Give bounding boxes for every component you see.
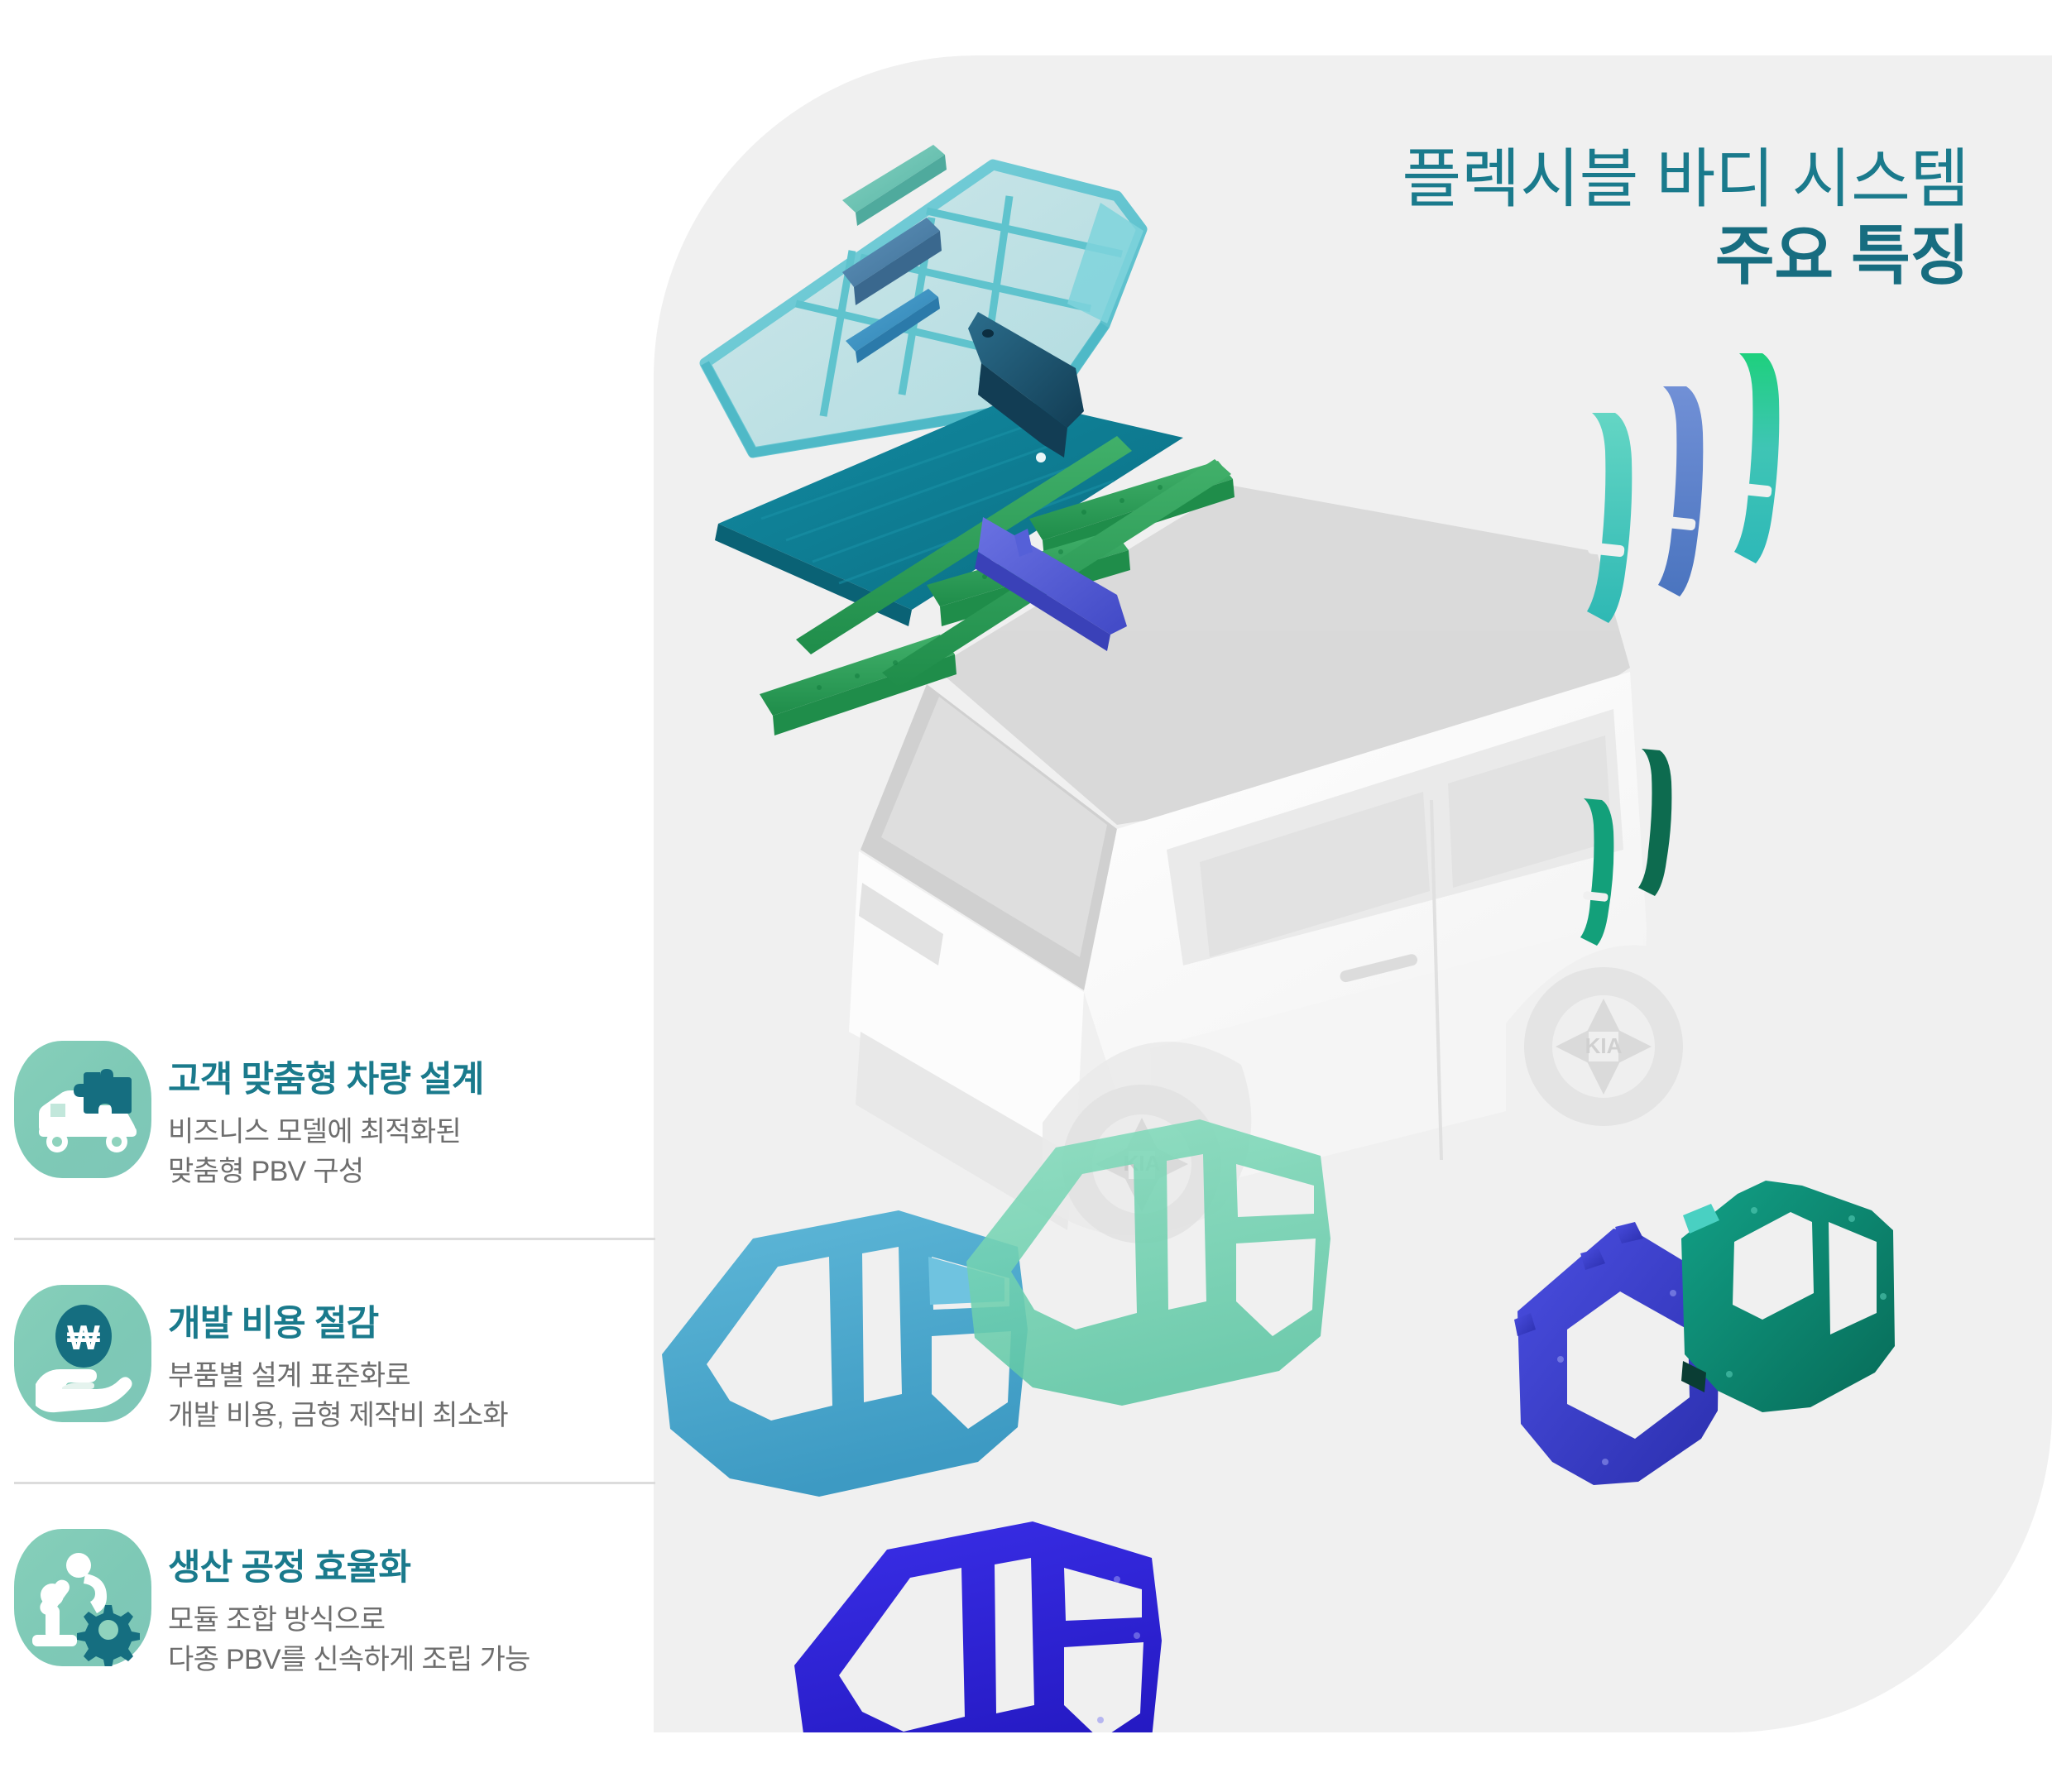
part-sill-green-dark	[1638, 749, 1672, 896]
part-sill-green-small	[1580, 798, 1614, 946]
part-beam-violet	[975, 517, 1127, 651]
part-pillar-blue	[1658, 386, 1704, 597]
feature-item-production-efficiency[interactable]: 생산 공정 효율화 모듈 조합 방식으로 다종 PBV를 신속하게 조립 가능	[14, 1529, 655, 1679]
exploded-vehicle-diagram: KIA KIA	[662, 145, 1895, 1732]
puzzle-piece	[74, 1069, 132, 1114]
won-symbol: ₩	[67, 1318, 100, 1357]
gear-hole	[98, 1620, 118, 1641]
part-side-panel-blue	[794, 1521, 1162, 1732]
feature-desc-line-2: 맞춤형 PBV 구성	[168, 1155, 364, 1187]
feature-desc-line-1: 모듈 조합 방식으로	[168, 1603, 386, 1636]
feature-description: 비즈니스 모델에 최적화된 맞춤형 PBV 구성	[168, 1112, 484, 1192]
feature-divider-2	[14, 1482, 655, 1485]
feature-list: 고객 맞춤형 차량 설계 비즈니스 모델에 최적화된 맞춤형 PBV 구성 ₩ …	[14, 1041, 655, 1679]
feature-desc-line-1: 부품별 설계 표준화로	[168, 1359, 411, 1392]
truck-puzzle-icon	[14, 1041, 151, 1178]
feature-desc-line-2: 다종 PBV를 신속하게 조립 가능	[168, 1644, 530, 1676]
part-side-panel-cyan	[662, 1210, 1028, 1497]
feature-item-development-cost-reduction[interactable]: ₩ 개발 비용 절감 부품별 설계 표준화로 개발 비용, 금형 제작비 최소화	[14, 1285, 655, 1435]
feature-desc-line-1: 비즈니스 모델에 최적화된	[168, 1115, 462, 1148]
wheel-logo-rear: KIA	[1585, 1033, 1623, 1058]
feature-divider-1	[14, 1238, 655, 1241]
feature-item-custom-vehicle-design[interactable]: 고객 맞춤형 차량 설계 비즈니스 모델에 최적화된 맞춤형 PBV 구성	[14, 1041, 655, 1191]
part-trim-bar-blue	[846, 289, 940, 363]
visual-panel: KIA KIA	[654, 55, 2052, 1732]
feature-title: 생산 공정 효율화	[168, 1548, 411, 1588]
part-rear-frame-blue	[1514, 1222, 1719, 1485]
part-trim-bar-steel	[842, 218, 942, 305]
robot-arm	[32, 1553, 107, 1647]
feature-desc-line-2: 개발 비용, 금형 제작비 최소화	[168, 1399, 509, 1431]
part-pillar-teal	[1587, 413, 1632, 623]
feature-description: 부품별 설계 표준화로 개발 비용, 금형 제작비 최소화	[168, 1356, 509, 1436]
part-side-panel-mint	[966, 1119, 1330, 1406]
robot-arm-gear-icon	[14, 1529, 151, 1667]
feature-title: 개발 비용 절감	[168, 1304, 379, 1344]
title-line-1: 플렉시블 바디 시스템	[1402, 142, 1969, 215]
feature-description: 모듈 조합 방식으로 다종 PBV를 신속하게 조립 가능	[168, 1600, 530, 1680]
page-title: 플렉시블 바디 시스템 주요 특징	[1402, 142, 1969, 293]
feature-title: 고객 맞춤형 차량 설계	[168, 1060, 484, 1100]
part-trim-bar-mint	[842, 145, 947, 226]
part-pillar-green	[1734, 353, 1780, 563]
won-coin	[55, 1305, 112, 1368]
hand-won-coin-icon: ₩	[14, 1285, 151, 1423]
title-line-2: 주요 특징	[1714, 218, 1969, 292]
part-bracket-navy	[968, 312, 1084, 458]
part-rear-frame-green	[1681, 1181, 1895, 1412]
